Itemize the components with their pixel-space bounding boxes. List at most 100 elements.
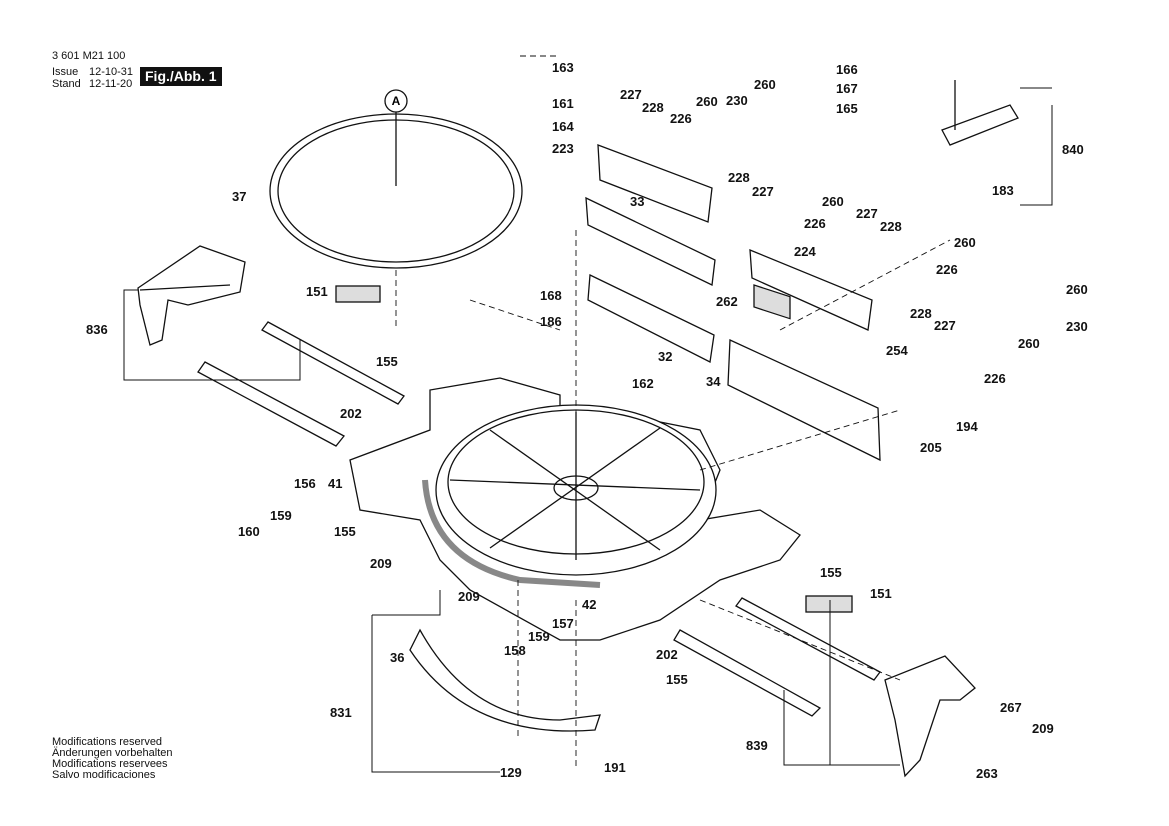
callout-165: 165 (836, 101, 858, 116)
callout-840: 840 (1062, 142, 1084, 157)
callout-151: 151 (306, 284, 328, 299)
part-fence-32 (587, 274, 715, 363)
part-rod-right-lower (673, 629, 822, 717)
callout-32: 32 (658, 349, 672, 364)
note-en: Modifications reserved (52, 736, 163, 748)
callout-151: 151 (870, 586, 892, 601)
part-rod-upper (261, 321, 405, 405)
callout-224: 224 (794, 244, 816, 259)
note-fr: Modifications reservees (52, 758, 168, 770)
issue-date: 12-10-31 (89, 66, 134, 78)
callout-209: 209 (458, 589, 480, 604)
callout-260: 260 (754, 77, 776, 92)
note-es: Salvo modificaciones (52, 769, 156, 781)
callout-230: 230 (726, 93, 748, 108)
callout-227: 227 (856, 206, 878, 221)
callout-227: 227 (934, 318, 956, 333)
callout-260: 260 (1018, 336, 1040, 351)
callout-42: 42 (582, 597, 596, 612)
figure-label: Fig./Abb. 1 (140, 67, 222, 86)
callout-226: 226 (804, 216, 826, 231)
callout-36: 36 (390, 650, 404, 665)
part-fence-223 (597, 144, 713, 223)
callout-260: 260 (822, 194, 844, 209)
callout-34: 34 (706, 374, 721, 389)
part-clamp-arm (941, 104, 1019, 146)
callout-263: 263 (976, 766, 998, 781)
callout-191: 191 (604, 760, 626, 775)
note-de: Änderungen vorbehalten (52, 747, 173, 759)
callout-230: 230 (1066, 319, 1088, 334)
part-label-151-top (335, 285, 381, 303)
callout-186: 186 (540, 314, 562, 329)
callout-164: 164 (552, 119, 574, 134)
callout-155: 155 (376, 354, 398, 369)
part-right-support (884, 655, 976, 778)
stand-label: Stand (52, 78, 81, 90)
callout-37: 37 (232, 189, 246, 204)
part-number: 3 601 M21 100 (52, 50, 126, 62)
callout-227: 227 (752, 184, 774, 199)
callout-168: 168 (540, 288, 562, 303)
part-miter-scale (422, 479, 601, 588)
callout-228: 228 (728, 170, 750, 185)
callout-157: 157 (552, 616, 574, 631)
callout-836: 836 (86, 322, 108, 337)
callout-227: 227 (620, 87, 642, 102)
callout-33: 33 (630, 194, 644, 209)
callout-155: 155 (820, 565, 842, 580)
leader-lines (123, 87, 1053, 773)
callout-228: 228 (910, 306, 932, 321)
callout-262: 262 (716, 294, 738, 309)
callout-155: 155 (334, 524, 356, 539)
callout-831: 831 (330, 705, 352, 720)
callout-202: 202 (340, 406, 362, 421)
part-kerf-plate (409, 628, 601, 732)
part-fence-34 (727, 339, 881, 462)
part-rod-lower (197, 361, 345, 447)
callout-167: 167 (836, 81, 858, 96)
part-label-262 (753, 284, 791, 320)
callout-162: 162 (632, 376, 654, 391)
detail-marker-circle (384, 89, 408, 113)
detail-marker-label: A (392, 94, 401, 108)
callout-839: 839 (746, 738, 768, 753)
callout-161: 161 (552, 96, 574, 111)
callout-129: 129 (500, 765, 522, 780)
callout-228: 228 (880, 219, 902, 234)
callout-158: 158 (504, 643, 526, 658)
callout-202: 202 (656, 647, 678, 662)
callout-166: 166 (836, 62, 858, 77)
callout-254: 254 (886, 343, 908, 358)
callout-223: 223 (552, 141, 574, 156)
callout-228: 228 (642, 100, 664, 115)
callout-156: 156 (294, 476, 316, 491)
part-rod-right-upper (735, 597, 881, 681)
callout-155: 155 (666, 672, 688, 687)
callout-160: 160 (238, 524, 260, 539)
callout-260: 260 (954, 235, 976, 250)
modifications-notice: Modifications reserved Änderungen vorbeh… (52, 737, 172, 781)
callout-163: 163 (552, 60, 574, 75)
callout-159: 159 (528, 629, 550, 644)
callout-194: 194 (956, 419, 978, 434)
callout-183: 183 (992, 183, 1014, 198)
callout-267: 267 (1000, 700, 1022, 715)
alignment-lines (395, 55, 951, 770)
callout-260: 260 (696, 94, 718, 109)
callout-159: 159 (270, 508, 292, 523)
callout-226: 226 (984, 371, 1006, 386)
stand-date: 12-11-20 (89, 78, 133, 90)
issue-label: Issue (52, 66, 79, 78)
callout-209: 209 (370, 556, 392, 571)
callout-226: 226 (936, 262, 958, 277)
part-label-151-right (805, 595, 853, 613)
callout-209: 209 (1032, 721, 1054, 736)
part-left-support (137, 245, 246, 346)
callout-41: 41 (328, 476, 342, 491)
part-fence-224 (749, 249, 873, 331)
callout-labels: 37 836 151 155 202 156 41 159 160 155 20… (86, 60, 1088, 781)
callout-205: 205 (920, 440, 942, 455)
part-fence-33 (585, 196, 716, 286)
